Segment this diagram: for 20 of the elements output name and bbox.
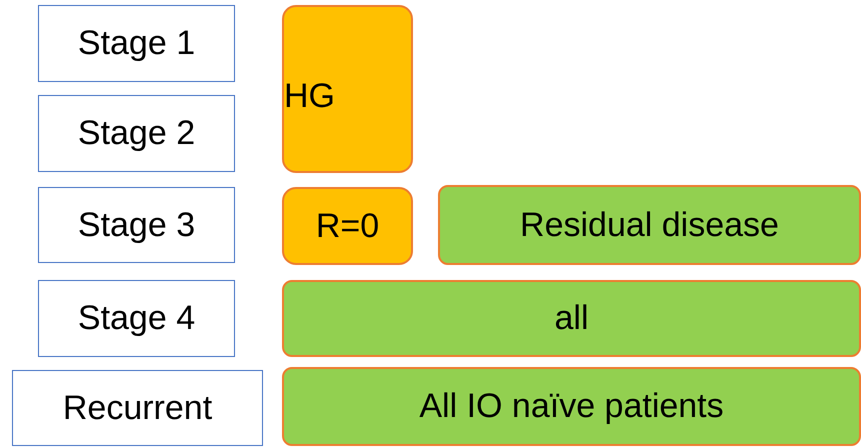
stage-box bbox=[38, 187, 235, 263]
box-label: Stage 1 bbox=[78, 24, 196, 63]
criteria-box bbox=[282, 367, 861, 446]
stage-box bbox=[38, 5, 235, 82]
criteria-box bbox=[438, 185, 861, 265]
box-label: Stage 4 bbox=[78, 299, 196, 338]
box-label: Stage 3 bbox=[78, 206, 196, 244]
box-label: All IO naïve patients bbox=[419, 387, 724, 426]
stage-box bbox=[38, 95, 235, 172]
stage-box bbox=[38, 280, 235, 357]
criteria-box bbox=[282, 187, 413, 265]
criteria-box bbox=[282, 5, 413, 173]
box-label: all bbox=[554, 299, 589, 338]
box-label: Recurrent bbox=[62, 388, 212, 428]
box-label: Stage 2 bbox=[78, 114, 196, 153]
criteria-box bbox=[282, 280, 861, 357]
stage-box bbox=[12, 370, 263, 446]
box-label: R=0 bbox=[316, 206, 380, 246]
box-label: Residual disease bbox=[520, 206, 779, 244]
box-label: HG bbox=[284, 76, 335, 116]
